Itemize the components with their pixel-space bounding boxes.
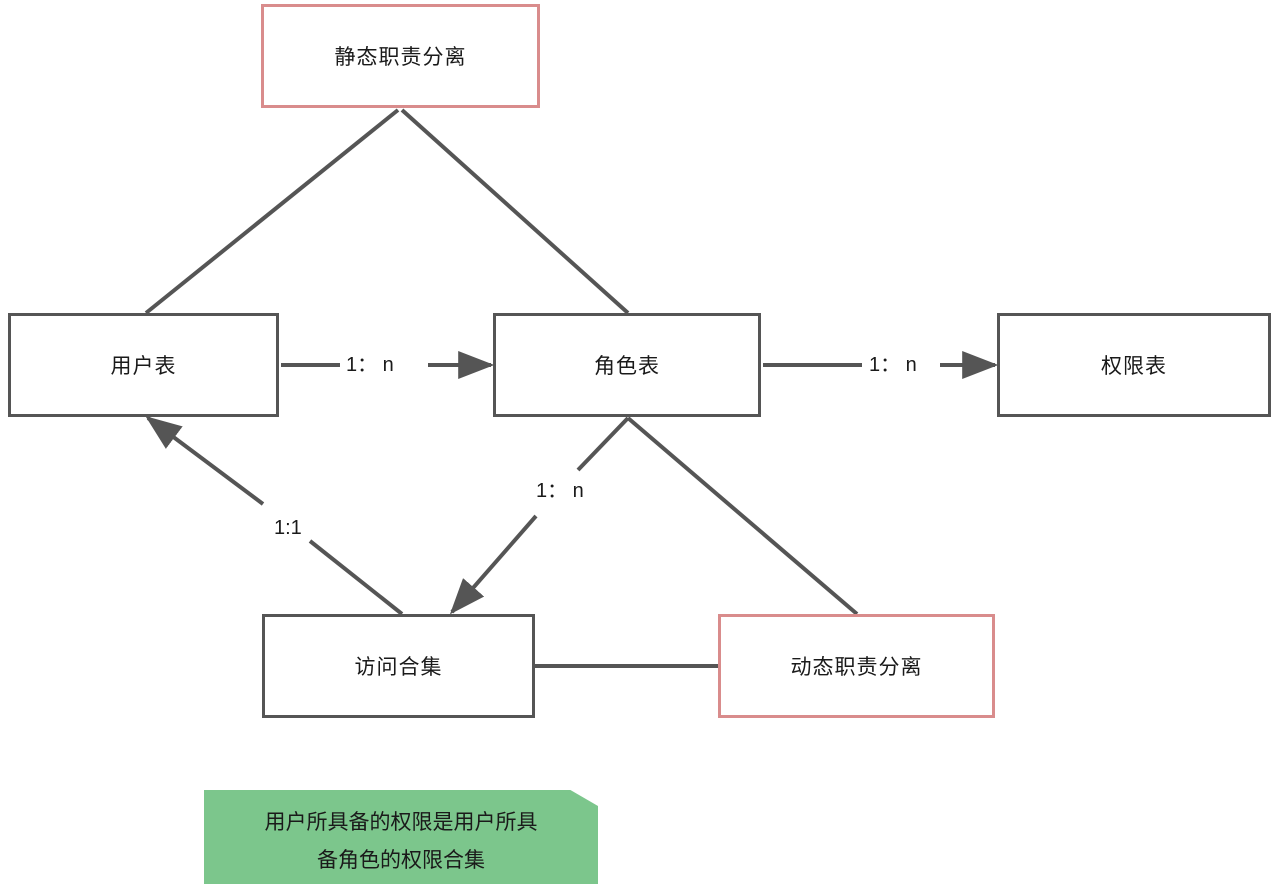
node-label: 角色表 xyxy=(594,355,660,378)
edge-role-table-to-dynamic-sod xyxy=(626,416,859,616)
edge-role-table-to-access-set-lower xyxy=(449,514,538,615)
node-label: 静态职责分离 xyxy=(334,46,467,69)
edge-static-sod-to-role-table xyxy=(400,108,630,315)
node-permission-table[interactable]: 权限表 xyxy=(997,313,1271,417)
edge-label-role-to-permission: 1： n xyxy=(864,353,922,377)
edge-label-access-set-to-user: 1:1 xyxy=(269,516,307,540)
note-permission-union: 用户所具备的权限是用户所具 备角色的权限合集 xyxy=(204,790,598,884)
note-line-2: 备角色的权限合集 xyxy=(317,849,485,872)
edge-label-role-to-access-set: 1： n xyxy=(531,479,589,503)
node-label: 动态职责分离 xyxy=(790,656,923,679)
node-label: 权限表 xyxy=(1101,355,1167,378)
edge-access-set-to-user-table-lower xyxy=(308,539,404,616)
node-dynamic-separation-of-duty[interactable]: 动态职责分离 xyxy=(718,614,995,718)
node-role-table[interactable]: 角色表 xyxy=(493,313,761,417)
edge-role-table-to-access-set-upper xyxy=(576,416,630,472)
node-access-set[interactable]: 访问合集 xyxy=(262,614,535,718)
node-label: 用户表 xyxy=(110,355,177,378)
edge-static-sod-to-user-table xyxy=(144,108,400,315)
edge-access-set-to-user-table-upper xyxy=(145,416,265,506)
node-static-separation-of-duty[interactable]: 静态职责分离 xyxy=(261,4,540,108)
edge-label-user-to-role: 1： n xyxy=(341,353,399,377)
note-line-1: 用户所具备的权限是用户所具 xyxy=(264,811,538,834)
node-user-table[interactable]: 用户表 xyxy=(8,313,279,417)
node-label: 访问合集 xyxy=(354,656,443,679)
